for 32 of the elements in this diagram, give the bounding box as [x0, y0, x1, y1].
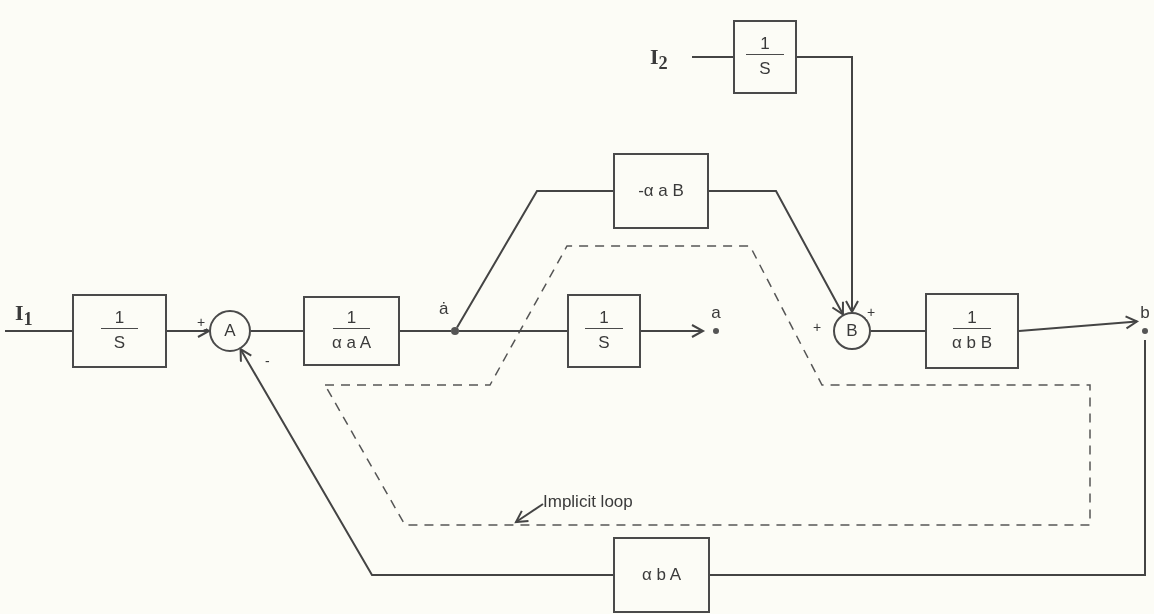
signal-arrow: [708, 190, 844, 316]
leader-arrow: [515, 503, 544, 523]
transfer-block: 1 α a A: [303, 296, 400, 366]
signal-label: ȧ: [439, 299, 449, 319]
output-point: a: [703, 303, 729, 359]
signal-line: [4, 330, 73, 332]
transfer-block: 1 α b B: [925, 293, 1019, 369]
sign-label: +: [866, 305, 877, 319]
junction-dot: [451, 327, 459, 335]
signal-line: [870, 330, 926, 332]
input-label: I$_{2}$: [650, 42, 692, 72]
transfer-block: 1 S: [72, 294, 167, 368]
output-point: b: [1137, 303, 1153, 340]
signal-line: [709, 339, 1146, 576]
signal-line: [458, 330, 568, 332]
signal-arrow: [640, 324, 704, 338]
signal-line: [399, 330, 452, 332]
transfer-block: α b A: [613, 537, 710, 613]
transfer-block: 1 S: [733, 20, 797, 94]
sign-label: +: [196, 315, 207, 329]
signal-arrow: [1018, 315, 1138, 332]
signal-line: [250, 330, 304, 332]
loop-annotation: Implicit loop: [543, 492, 703, 516]
transfer-block: -α a B: [613, 153, 709, 229]
signal-line: [691, 56, 734, 58]
signal-line: [456, 190, 614, 329]
transfer-block: 1 S: [567, 294, 641, 368]
signal-arrow: [796, 56, 859, 313]
summing-junction: A: [209, 310, 251, 352]
input-label: I$_{1}$: [5, 300, 57, 331]
sign-label: +: [812, 320, 823, 334]
signal-arrow: [239, 348, 614, 576]
